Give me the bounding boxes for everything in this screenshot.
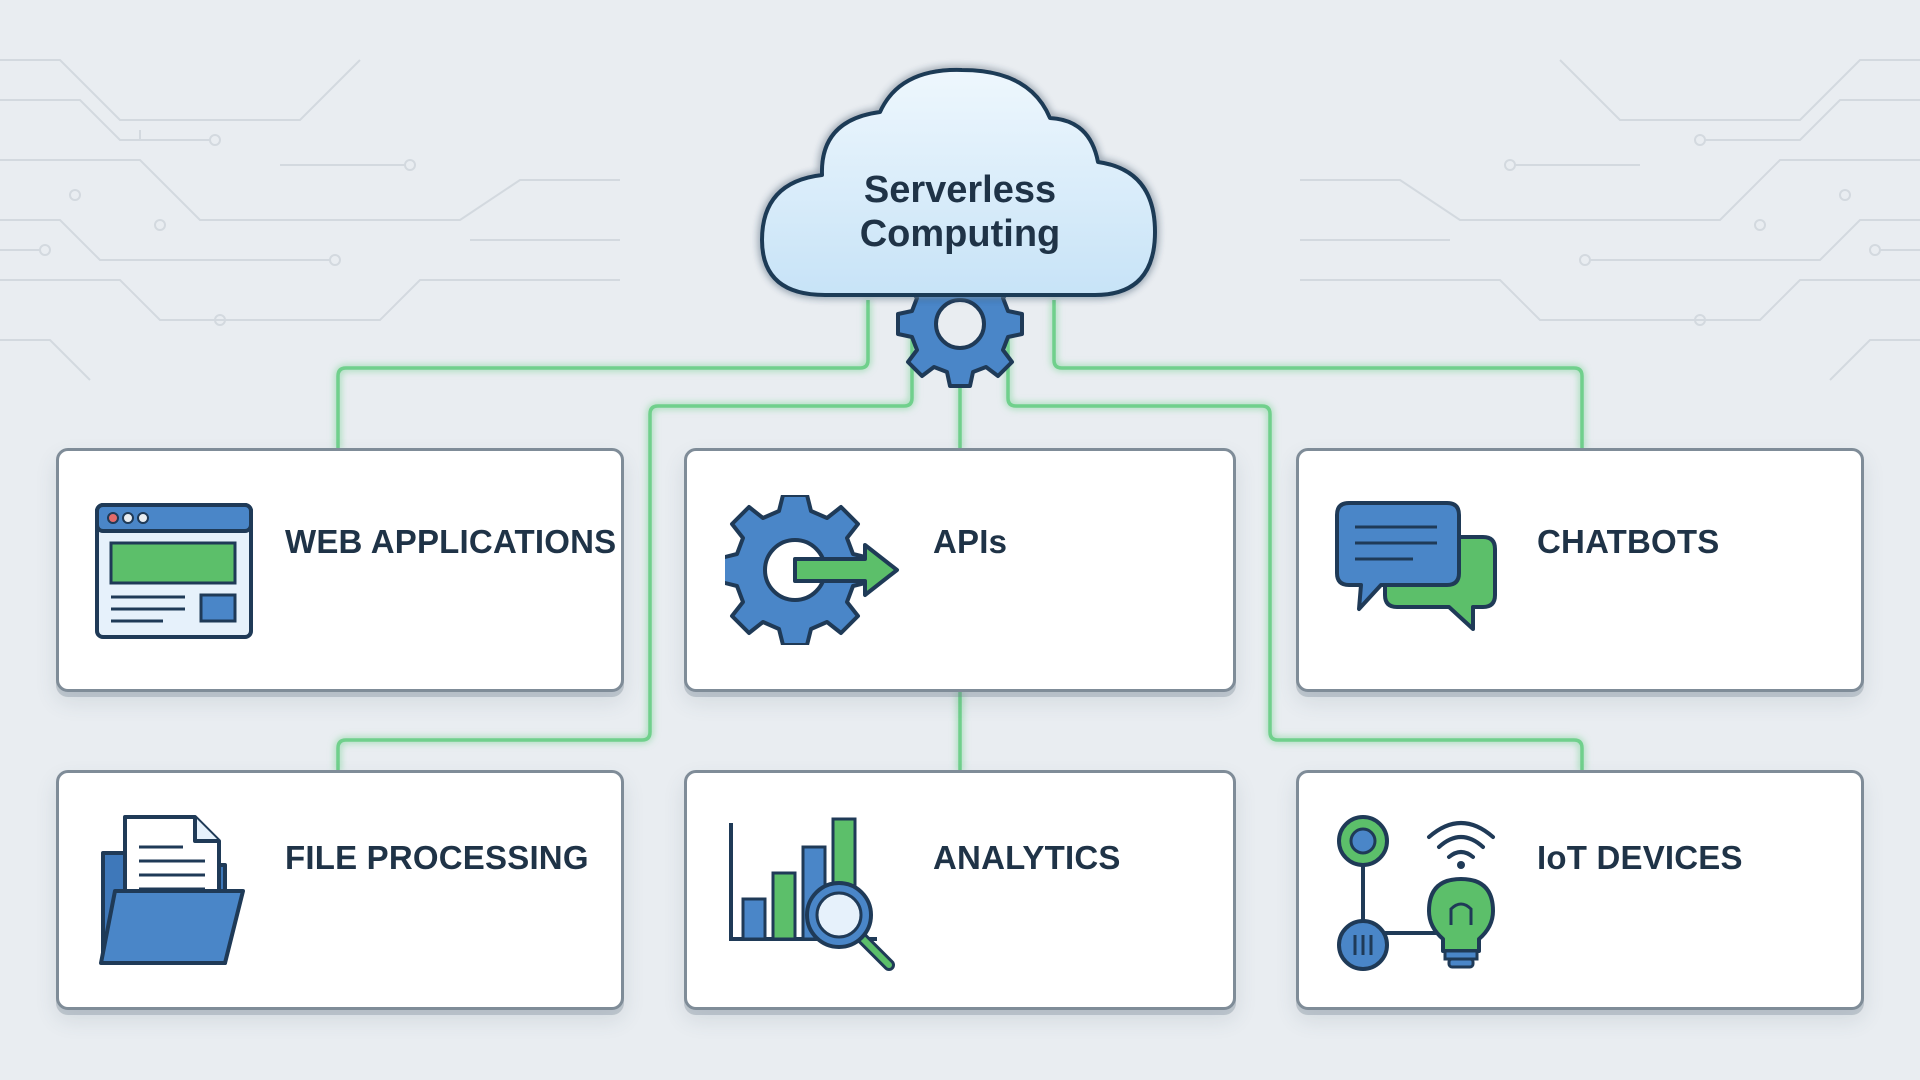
connector-lines (336, 300, 1584, 772)
connector-file-processing (336, 330, 914, 772)
chat-bubbles-icon (1335, 501, 1497, 631)
card-iot-devices[interactable]: IoT DEVICES (1296, 770, 1864, 1010)
card-file-processing[interactable]: FILE PROCESSING (56, 770, 624, 1010)
card-label: CHATBOTS (1537, 523, 1720, 560)
connector-chatbots (1052, 300, 1584, 450)
bar-chart-magnifier-icon (729, 817, 895, 971)
card-chatbots[interactable]: CHATBOTS (1296, 448, 1864, 692)
card-web-applications[interactable]: WEB APPLICATIONS (56, 448, 624, 692)
circuit-traces-left (0, 59, 620, 381)
card-label: ANALYTICS (933, 839, 1121, 876)
iot-lightbulb-icon (1337, 815, 1495, 971)
gear-arrow-icon (725, 495, 899, 645)
hub-title-line1: Serverless (863, 169, 1057, 211)
folder-document-icon (99, 815, 245, 965)
card-label: IoT DEVICES (1537, 839, 1743, 876)
card-analytics[interactable]: ANALYTICS (684, 770, 1236, 1010)
browser-window-icon (95, 503, 253, 639)
cloud-icon (760, 67, 1157, 297)
connector-web-applications (336, 300, 870, 450)
hub-title-line2: Computing (859, 213, 1061, 255)
card-label: APIs (933, 523, 1008, 560)
card-apis[interactable]: APIs (684, 448, 1236, 692)
circuit-traces-right (1300, 59, 1920, 381)
card-label: FILE PROCESSING (285, 839, 589, 876)
card-label: WEB APPLICATIONS (285, 523, 617, 560)
wifi-icon (1427, 821, 1495, 859)
hub-title: Serverless Computing (820, 168, 1100, 256)
connector-iot-devices (1006, 330, 1584, 772)
